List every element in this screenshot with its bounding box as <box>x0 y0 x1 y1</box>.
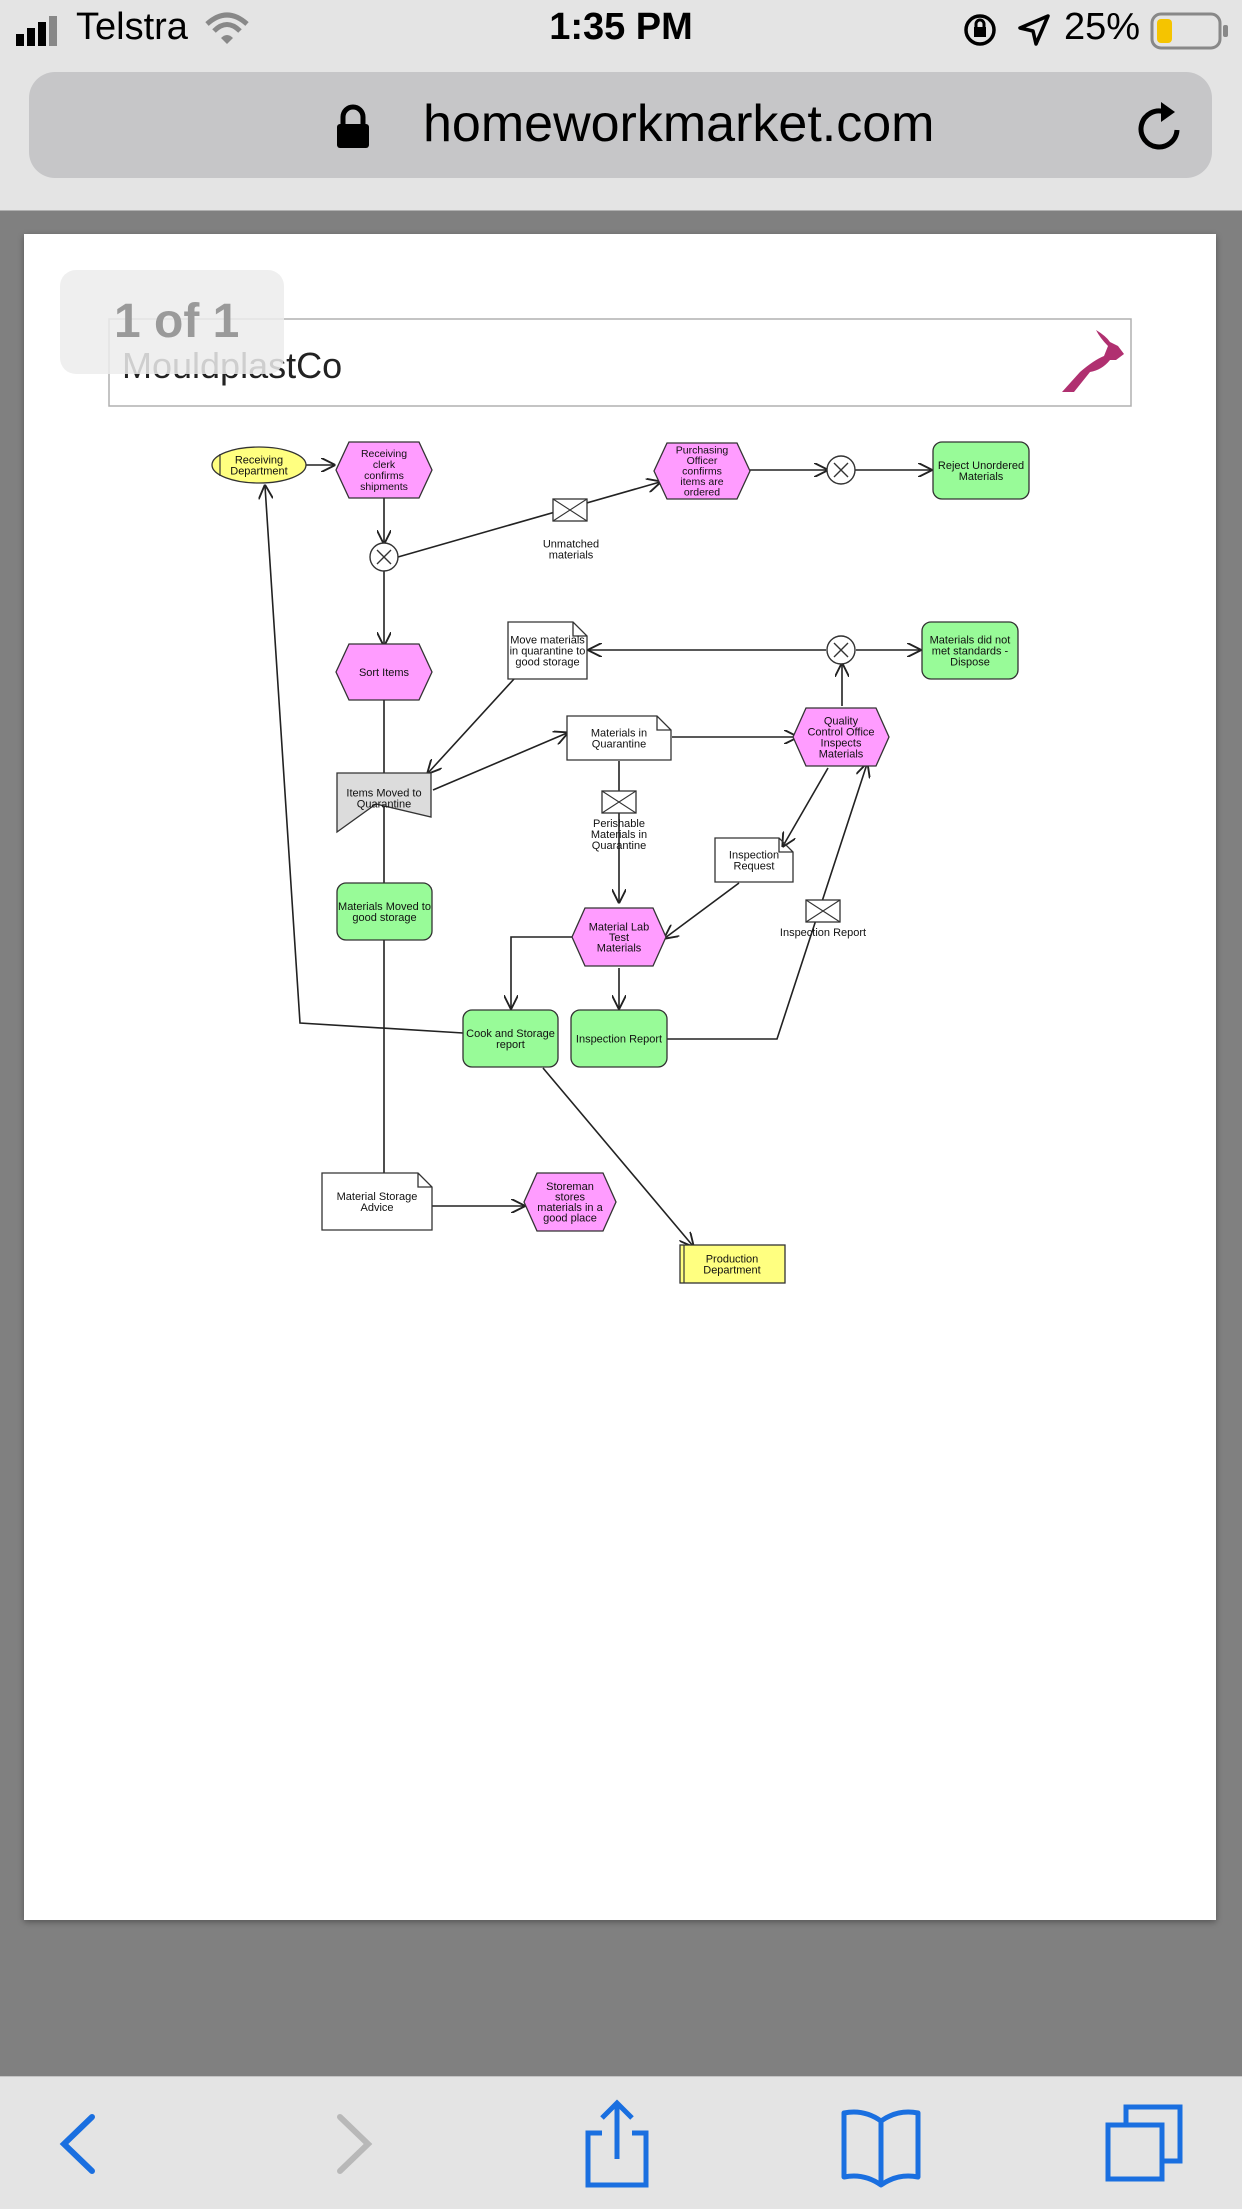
tabs-icon <box>1105 2104 1183 2182</box>
url-text[interactable]: homeworkmarket.com <box>423 95 935 153</box>
inspection-report-label: Inspection Report <box>576 1033 662 1045</box>
envelope-icon <box>552 498 588 522</box>
carrier-name: Telstra <box>76 6 188 48</box>
browser-toolbar <box>0 2076 1242 2209</box>
sort-items-function: Sort Items <box>335 643 433 701</box>
flow-cook-to-receiving <box>265 486 464 1034</box>
forward-button[interactable] <box>308 2099 398 2189</box>
battery-icon <box>1150 12 1228 50</box>
xor-connector-icon <box>826 455 856 485</box>
wifi-icon <box>205 12 249 44</box>
xor-connector-icon <box>826 635 856 665</box>
tabs-button[interactable] <box>1100 2099 1190 2189</box>
bookmarks-icon <box>841 2109 921 2188</box>
flow-labtest-to-cook <box>511 936 574 1008</box>
back-button[interactable] <box>34 2099 124 2189</box>
forward-icon <box>337 2114 373 2174</box>
flow-move-to-items-quarantine <box>428 678 515 773</box>
back-icon <box>59 2114 95 2174</box>
location-icon <box>1018 14 1050 46</box>
flow-xor1-to-purchasing <box>397 482 660 558</box>
flow-report-to-qc <box>667 764 867 1040</box>
envelope-icon <box>601 790 637 814</box>
signal-icon <box>16 16 57 46</box>
share-icon <box>585 2099 649 2188</box>
flow-items-to-quarantine <box>432 733 567 791</box>
sort-items-label: Sort Items <box>359 667 410 679</box>
page-counter: 1 of 1 <box>60 270 284 374</box>
gazelle-logo <box>1062 330 1124 392</box>
envelope-icon <box>805 899 841 923</box>
flow-qc-to-inspection-request <box>783 767 829 846</box>
reload-icon[interactable] <box>1135 100 1187 154</box>
svg-text:Inspection Report: Inspection Report <box>780 927 866 939</box>
share-button[interactable] <box>572 2099 662 2189</box>
status-bar: Telstra 1:35 PM 25% <box>0 0 1242 62</box>
lock-icon <box>337 104 369 148</box>
bookmarks-button[interactable] <box>836 2099 926 2189</box>
battery-percentage: 25% <box>1064 6 1141 48</box>
inspection-report-output: Inspection Report <box>570 1009 668 1068</box>
address-bar[interactable]: homeworkmarket.com <box>29 72 1212 178</box>
browser-address-area: homeworkmarket.com <box>0 62 1242 211</box>
pdf-page <box>24 234 1216 1920</box>
xor-connector-icon <box>369 542 399 572</box>
page-counter-text: 1 of 1 <box>114 295 240 348</box>
orientation-lock-icon <box>964 14 996 46</box>
flow-request-to-labtest <box>665 882 740 938</box>
flow-cook-to-production <box>542 1067 693 1246</box>
clock: 1:35 PM <box>549 6 693 48</box>
inspection-report-message: Inspection Report <box>780 927 866 939</box>
